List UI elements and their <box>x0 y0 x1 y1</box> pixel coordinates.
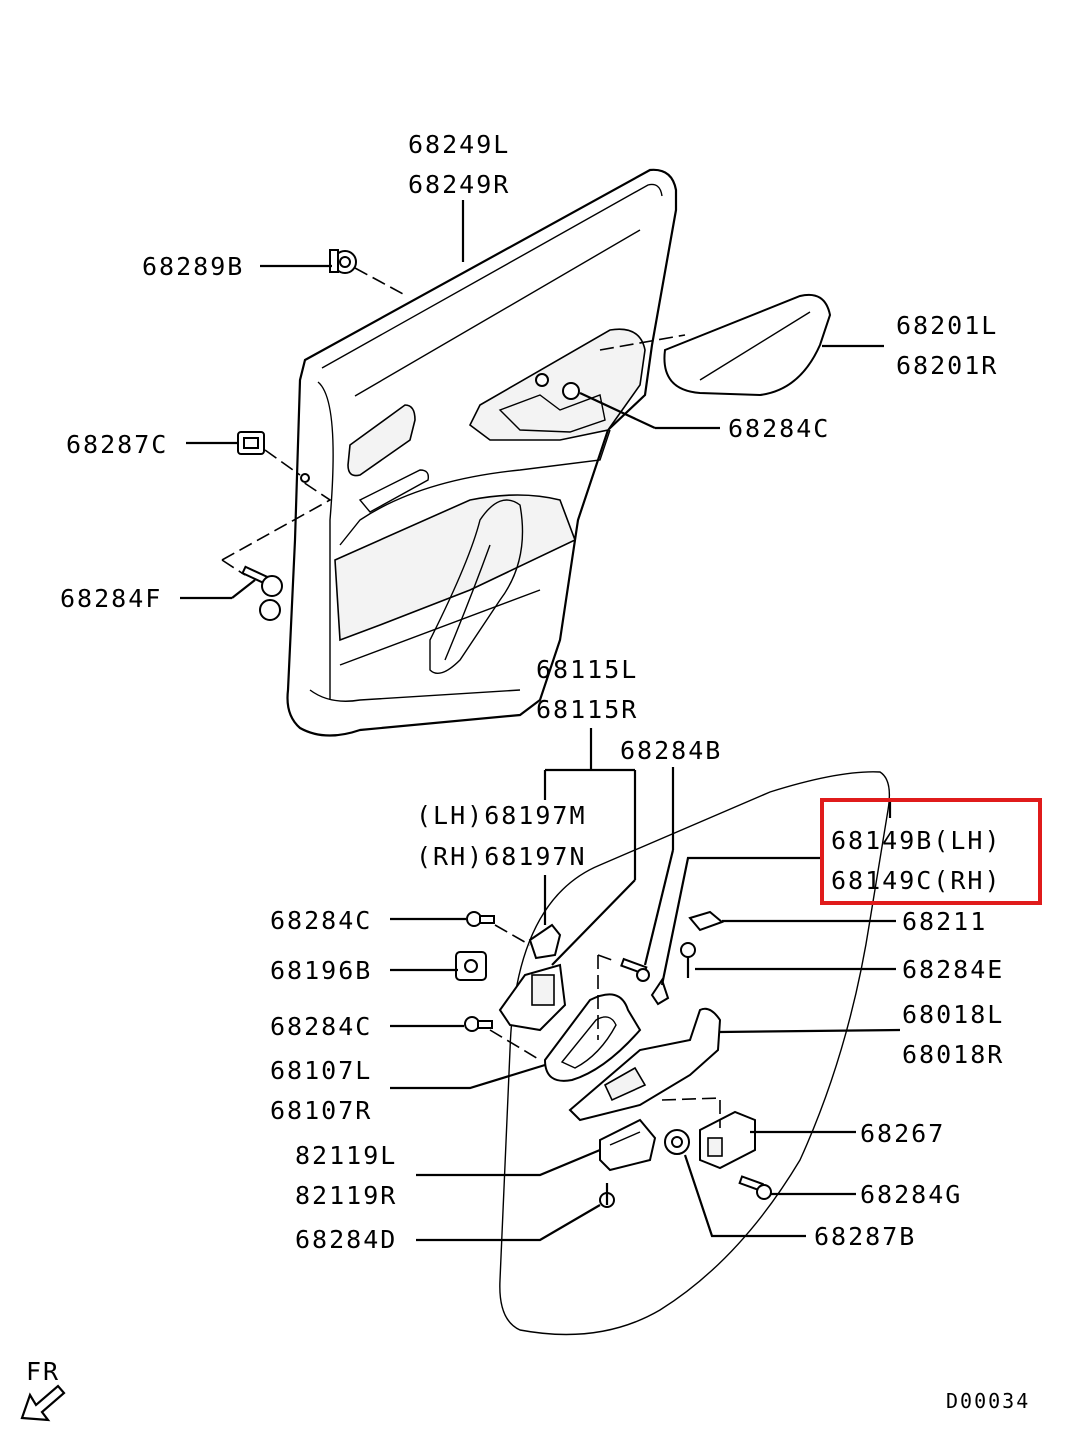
label-68287C: 68287C <box>66 430 168 459</box>
door-inner-outline <box>499 771 891 1336</box>
screw-68284C-top <box>535 373 580 400</box>
label-68196B: 68196B <box>270 956 372 985</box>
label-68287B: 68287B <box>814 1222 916 1251</box>
label-68197N: (RH)68197N <box>416 842 587 871</box>
label-68018R: 68018R <box>902 1040 1004 1069</box>
screw-68284C-a <box>466 911 495 927</box>
lock-knob-68197 <box>528 923 562 960</box>
label-68018L: 68018L <box>902 1000 1004 1029</box>
screw-68284G <box>738 1175 772 1200</box>
label-68149C: 68149C(RH) <box>831 866 1002 895</box>
label-68289B: 68289B <box>142 252 244 281</box>
pad-68211 <box>688 910 724 932</box>
clip-68287C <box>237 431 265 455</box>
label-68115L: 68115L <box>536 655 638 684</box>
screw-68284B <box>620 957 650 982</box>
label-68284F: 68284F <box>60 584 162 613</box>
label-68267: 68267 <box>860 1119 945 1148</box>
corner-trim-68201 <box>663 293 832 397</box>
label-68284E: 68284E <box>902 955 1004 984</box>
door-trim-panel <box>286 168 678 737</box>
bracket-68196B <box>455 951 487 981</box>
label-68249L: 68249L <box>408 130 510 159</box>
label-68201R: 68201R <box>896 351 998 380</box>
screw-68284F <box>241 565 283 621</box>
screw-68284E <box>680 942 696 978</box>
label-68107L: 68107L <box>270 1056 372 1085</box>
label-68115R: 68115R <box>536 695 638 724</box>
clip-68287B <box>664 1129 690 1155</box>
label-68197M: (LH)68197M <box>416 801 587 830</box>
label-68107R: 68107R <box>270 1096 372 1125</box>
label-68201L: 68201L <box>896 311 998 340</box>
screw-68284C-b <box>464 1016 493 1032</box>
label-68284C-b: 68284C <box>270 1012 372 1041</box>
label-68284D: 68284D <box>295 1225 397 1254</box>
clip-68289B <box>329 249 357 274</box>
switch-82119 <box>599 1118 657 1172</box>
switch-panel-68018 <box>568 1007 722 1122</box>
label-82119R: 82119R <box>295 1181 397 1210</box>
label-82119L: 82119L <box>295 1141 397 1170</box>
direction-label: FR <box>26 1357 60 1386</box>
latch-base <box>498 963 567 1032</box>
clip-68149 <box>650 977 670 1006</box>
label-68284C-top: 68284C <box>728 414 830 443</box>
label-68249R: 68249R <box>408 170 510 199</box>
label-68284C-a: 68284C <box>270 906 372 935</box>
highlight-box <box>820 798 1042 905</box>
switch-68267 <box>699 1110 756 1170</box>
diagram-code: D00034 <box>946 1389 1030 1413</box>
screw-68284D <box>599 1183 615 1208</box>
front-direction-arrow-icon <box>20 1384 66 1422</box>
label-68284B: 68284B <box>620 736 722 765</box>
label-68211: 68211 <box>902 907 987 936</box>
label-68284G: 68284G <box>860 1180 962 1209</box>
inside-handle-68115 <box>543 993 642 1082</box>
label-68149B: 68149B(LH) <box>831 826 1002 855</box>
